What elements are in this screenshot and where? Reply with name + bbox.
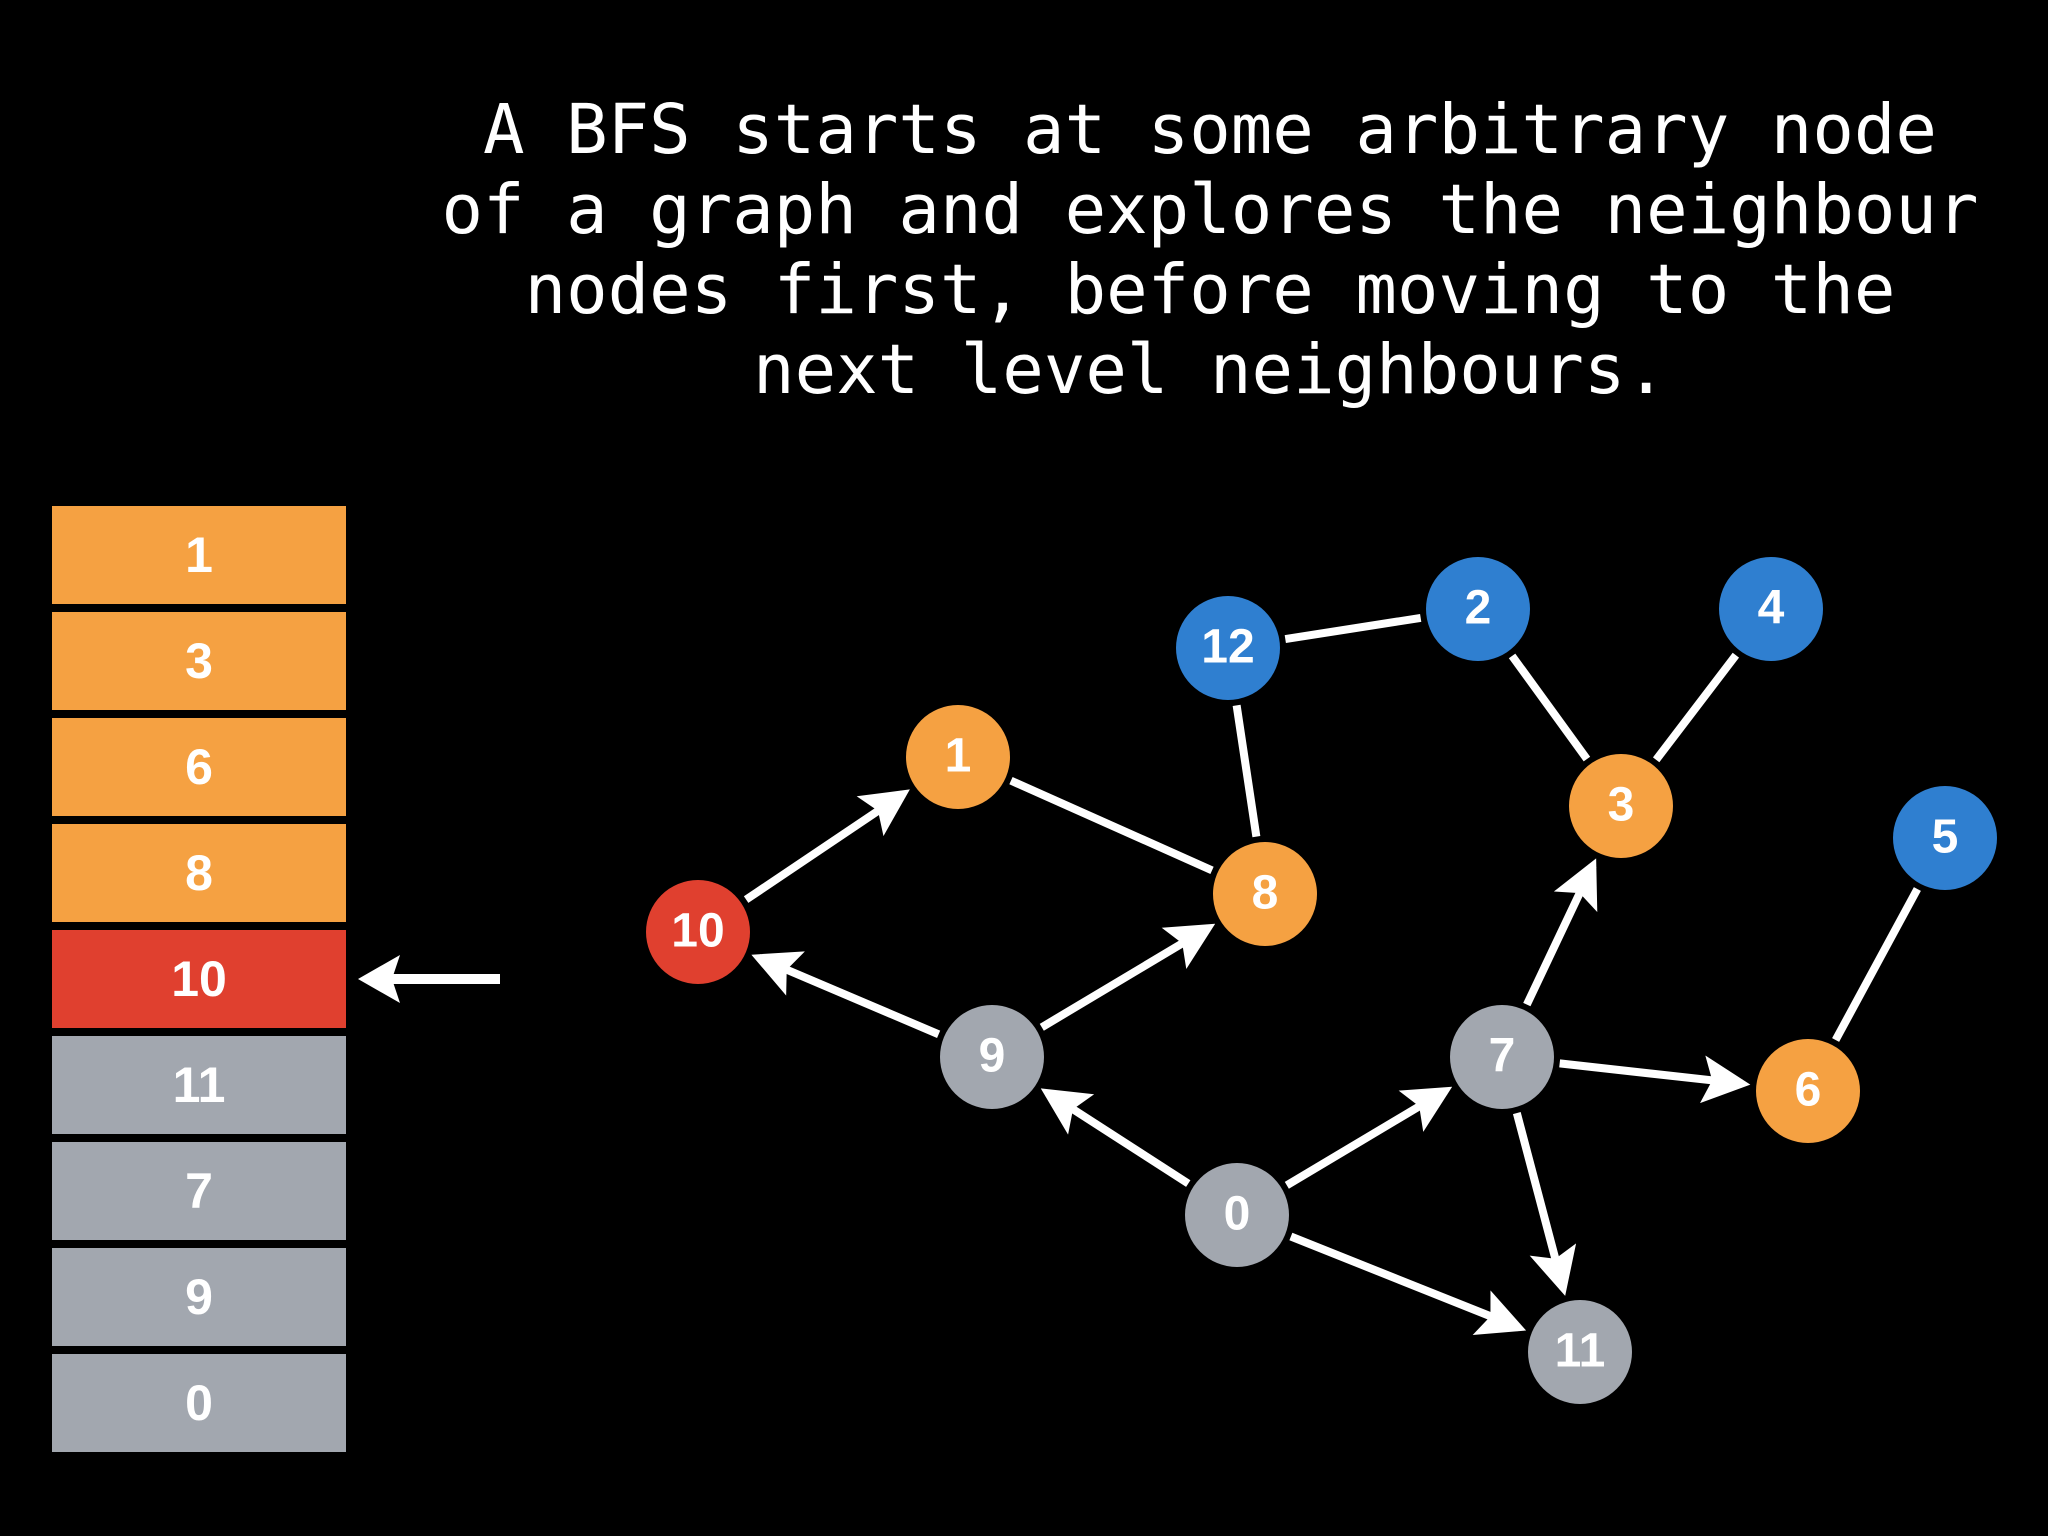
queue-cell: 9 xyxy=(52,1248,346,1346)
edges-layer xyxy=(743,613,1921,1335)
edge-12-2 xyxy=(1284,613,1422,644)
node-circle xyxy=(1176,596,1280,700)
node-circle xyxy=(646,880,750,984)
edge-2-3 xyxy=(1508,653,1591,762)
edge-7-6 xyxy=(1559,1055,1751,1104)
edge-0-11 xyxy=(1289,1232,1527,1335)
edge-7-3 xyxy=(1523,858,1598,1007)
caption-line-3: nodes first, before moving to the xyxy=(524,250,1896,330)
queue-cell: 1 xyxy=(52,506,346,604)
graph-node-1: 1 xyxy=(906,705,1010,809)
node-label: 5 xyxy=(1932,811,1959,864)
queue-cell: 6 xyxy=(52,718,346,816)
queue-cell: 3 xyxy=(52,612,346,710)
graph-node-11: 11 xyxy=(1528,1300,1632,1404)
node-circle xyxy=(1185,1163,1289,1267)
edge-7-11 xyxy=(1512,1112,1577,1296)
node-circle xyxy=(1569,754,1673,858)
node-circle xyxy=(1893,786,1997,890)
left-arrow-icon xyxy=(358,955,500,1003)
node-label: 10 xyxy=(671,905,724,958)
node-circle xyxy=(906,705,1010,809)
node-label: 7 xyxy=(1489,1030,1516,1083)
node-label: 9 xyxy=(979,1030,1006,1083)
graph-node-3: 3 xyxy=(1569,754,1673,858)
graph-node-8: 8 xyxy=(1213,842,1317,946)
graph-node-10: 10 xyxy=(646,880,750,984)
graph-node-12: 12 xyxy=(1176,596,1280,700)
node-label: 4 xyxy=(1758,582,1785,635)
graph-node-5: 5 xyxy=(1893,786,1997,890)
graph-node-2: 2 xyxy=(1426,557,1530,661)
edge-0-7 xyxy=(1284,1086,1453,1189)
queue-cell: 8 xyxy=(52,824,346,922)
edge-1-8 xyxy=(1009,776,1214,875)
edge-9-8 xyxy=(1039,923,1216,1031)
graph-node-6: 6 xyxy=(1756,1039,1860,1143)
node-circle xyxy=(940,1005,1044,1109)
queue-cell: 11 xyxy=(52,1036,346,1134)
node-label: 8 xyxy=(1252,867,1279,920)
node-circle xyxy=(1756,1039,1860,1143)
queue-cell: 0 xyxy=(52,1354,346,1452)
node-label: 6 xyxy=(1795,1064,1822,1117)
node-label: 2 xyxy=(1465,582,1492,635)
edge-6-5 xyxy=(1832,887,1921,1042)
graph-node-7: 7 xyxy=(1450,1005,1554,1109)
edge-3-4 xyxy=(1652,652,1740,763)
caption-line-4: next level neighbours. xyxy=(753,330,1667,410)
edge-0-9 xyxy=(1040,1088,1191,1187)
node-circle xyxy=(1213,842,1317,946)
edge-9-10 xyxy=(751,951,941,1038)
graph-node-9: 9 xyxy=(940,1005,1044,1109)
graph-node-4: 4 xyxy=(1719,557,1823,661)
edge-10-1 xyxy=(743,789,910,903)
caption-line-1: A BFS starts at some arbitrary node xyxy=(483,90,1937,170)
queue-cell: 10 xyxy=(52,930,346,1028)
node-label: 3 xyxy=(1608,779,1635,832)
node-circle xyxy=(1719,557,1823,661)
caption-line-2: of a graph and explores the neighbour xyxy=(441,170,1979,250)
queue-cell: 7 xyxy=(52,1142,346,1240)
bfs-queue: 1 3 6 8 10 11 7 9 0 xyxy=(52,506,346,1460)
node-label: 11 xyxy=(1555,1325,1606,1378)
node-circle xyxy=(1426,557,1530,661)
node-label: 0 xyxy=(1224,1188,1251,1241)
edge-8-12 xyxy=(1232,704,1261,838)
node-circle xyxy=(1528,1300,1632,1404)
node-circle xyxy=(1450,1005,1554,1109)
graph-node-0: 0 xyxy=(1185,1163,1289,1267)
caption: A BFS starts at some arbitrary node of a… xyxy=(400,90,2020,410)
node-label: 1 xyxy=(945,730,972,783)
node-label: 12 xyxy=(1201,621,1254,674)
